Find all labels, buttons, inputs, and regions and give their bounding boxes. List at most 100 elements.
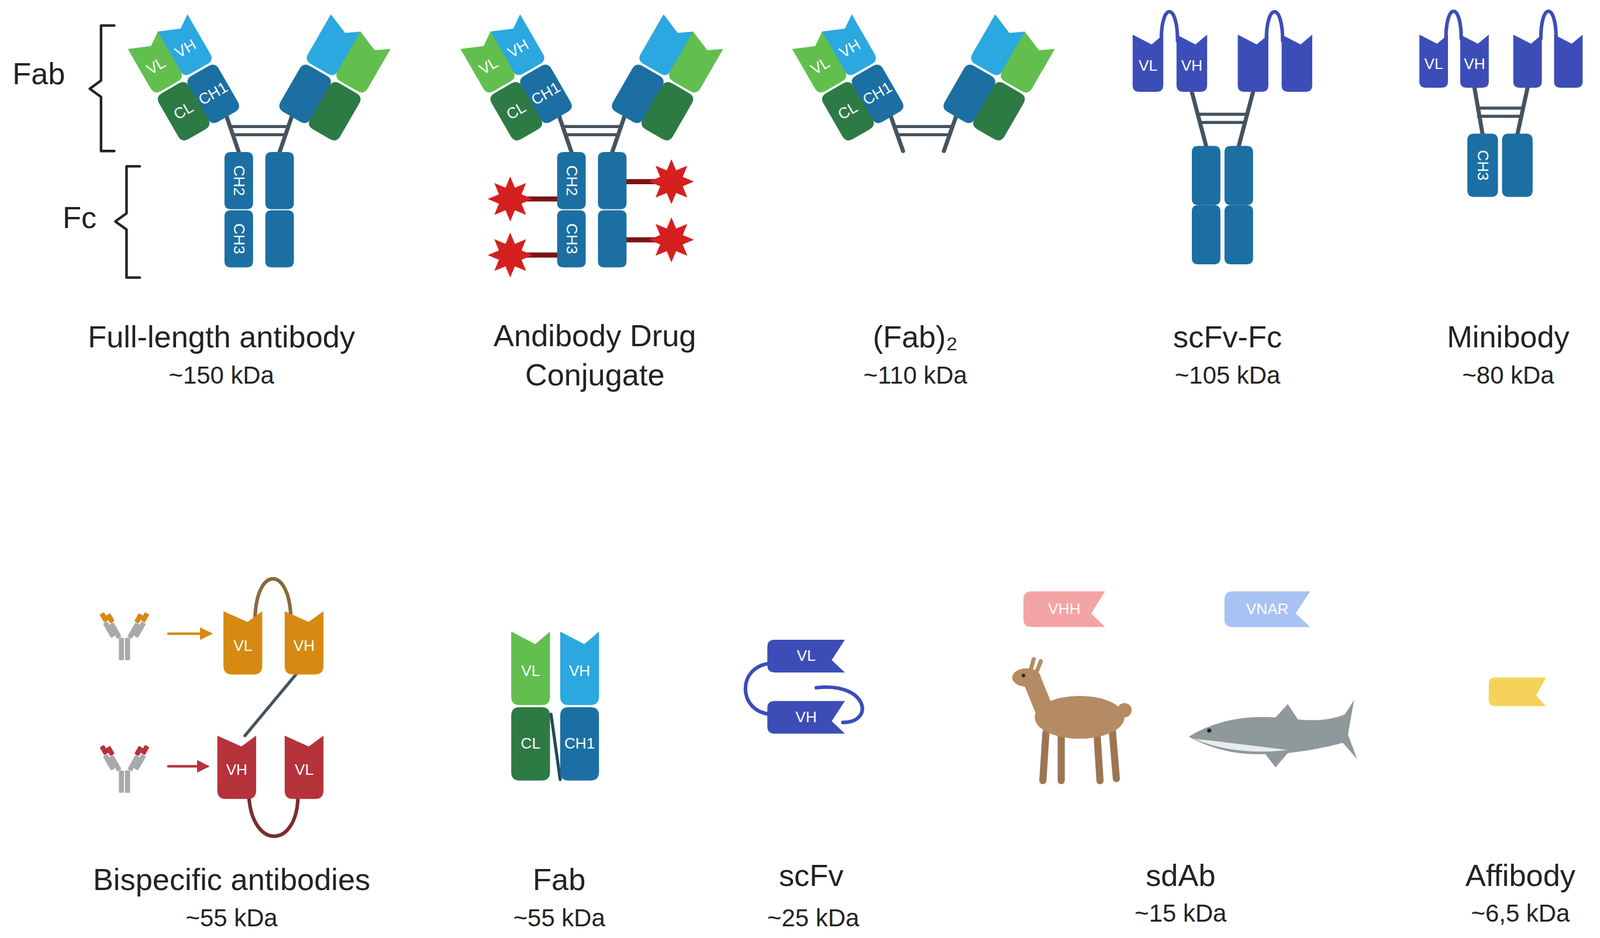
ig-domain <box>1513 34 1543 88</box>
ig-domain <box>284 611 324 675</box>
linker-line <box>1540 11 1557 39</box>
format-name: Andibody Drug Conjugate <box>467 316 723 394</box>
ig-domain <box>265 209 295 268</box>
drug-payload <box>649 159 695 205</box>
domain-label: VHH <box>1047 599 1081 619</box>
domain-label: VH <box>293 636 315 656</box>
linker-line <box>1266 11 1283 41</box>
ig-domain <box>970 79 1028 143</box>
ig-domain <box>560 707 599 781</box>
ig-domain <box>265 152 295 210</box>
llama-leg <box>1042 732 1046 781</box>
linker-line <box>563 125 621 129</box>
linker-line <box>1477 106 1523 110</box>
molecular-weight: ~150 kDa <box>168 360 274 391</box>
ig-domain <box>560 631 599 706</box>
molecular-weight: ~25 kDa <box>767 902 860 934</box>
ig-domain <box>1191 146 1221 206</box>
ig-domain <box>1132 34 1164 92</box>
domain-label: CH1 <box>195 77 232 110</box>
linker-line <box>230 125 288 129</box>
ig-domain <box>511 707 550 781</box>
ig-domain <box>125 770 131 793</box>
format-name: Full-length antibody <box>87 317 355 356</box>
molecular-weight: ~55 kDa <box>185 902 278 934</box>
domain-label: VH <box>1463 54 1485 75</box>
linker-line <box>254 578 291 617</box>
llama-leg <box>1097 732 1100 781</box>
format-name: Fab <box>12 54 65 93</box>
domain-label: CL <box>170 98 197 125</box>
llama-leg <box>1057 734 1065 781</box>
domain-label: CH2 <box>229 165 249 196</box>
drug-payload <box>487 176 533 222</box>
linker-line <box>1191 91 1206 146</box>
domain-label: VH <box>171 35 200 63</box>
llama-eye <box>1021 673 1026 678</box>
ig-domain <box>1553 34 1583 88</box>
domain-label: CH2 <box>561 165 582 196</box>
format-name: Bispecific antibodies <box>92 860 371 899</box>
ig-domain <box>102 753 116 771</box>
linker-line <box>1161 11 1178 41</box>
ig-domain <box>284 735 324 799</box>
ig-domain <box>223 611 262 675</box>
linker-line <box>245 674 296 736</box>
ig-domain <box>1176 34 1208 92</box>
molecular-weight: ~105 kDa <box>1174 360 1281 391</box>
domain-label: VL <box>1138 56 1158 77</box>
domain-label: VL <box>1424 54 1444 75</box>
domain-label: CH1 <box>564 734 595 754</box>
domain-label: VL <box>796 646 816 667</box>
drug-payload <box>649 217 695 263</box>
linker-line <box>1198 112 1246 116</box>
domain-label: VH <box>1181 56 1203 77</box>
llama-leg <box>1112 729 1117 779</box>
llama-ear <box>1030 659 1034 671</box>
linker-line <box>565 133 619 137</box>
domain-label: CL <box>834 98 861 125</box>
ig-domain <box>767 701 846 734</box>
ig-domain <box>306 79 364 143</box>
domain-label: VL <box>143 53 170 79</box>
format-name: Fc <box>62 198 97 237</box>
linker-line <box>1238 91 1253 146</box>
linker-line <box>1478 114 1522 118</box>
linker-line <box>1446 11 1462 39</box>
domain-label: VL <box>807 53 834 79</box>
ig-domain <box>133 753 147 771</box>
linker-line <box>550 714 561 780</box>
ig-domain <box>133 621 147 639</box>
ig-domain <box>1191 205 1221 265</box>
ig-domain <box>102 621 116 639</box>
linker-line <box>897 133 951 137</box>
domain-label: CL <box>521 734 541 754</box>
ig-domain <box>125 638 131 661</box>
ig-domain <box>557 152 586 210</box>
format-name: Fab <box>532 860 586 899</box>
domain-label: CH1 <box>528 77 565 110</box>
linker-line <box>249 798 299 837</box>
ig-domain <box>118 638 124 661</box>
molecular-weight: ~6,5 kDa <box>1471 898 1571 929</box>
ig-domain <box>1224 205 1254 265</box>
ig-domain <box>1238 34 1269 92</box>
ig-domain <box>99 745 109 756</box>
linker-line <box>232 133 286 137</box>
format-name: Affibody <box>1465 856 1576 895</box>
ig-domain <box>557 209 586 268</box>
format-name: (Fab)₂ <box>872 317 958 356</box>
ig-domain <box>140 612 150 623</box>
domain-label: VH <box>226 760 248 781</box>
ig-domain <box>1467 133 1498 198</box>
llama-tail <box>1117 702 1132 717</box>
shark-belly <box>1194 738 1289 752</box>
molecular-weight: ~55 kDa <box>513 902 606 934</box>
linker-line <box>168 764 208 768</box>
linker-line <box>894 125 953 129</box>
ig-domain <box>1224 146 1254 206</box>
ig-domain <box>1224 591 1311 627</box>
domain-label: VH <box>795 707 817 727</box>
